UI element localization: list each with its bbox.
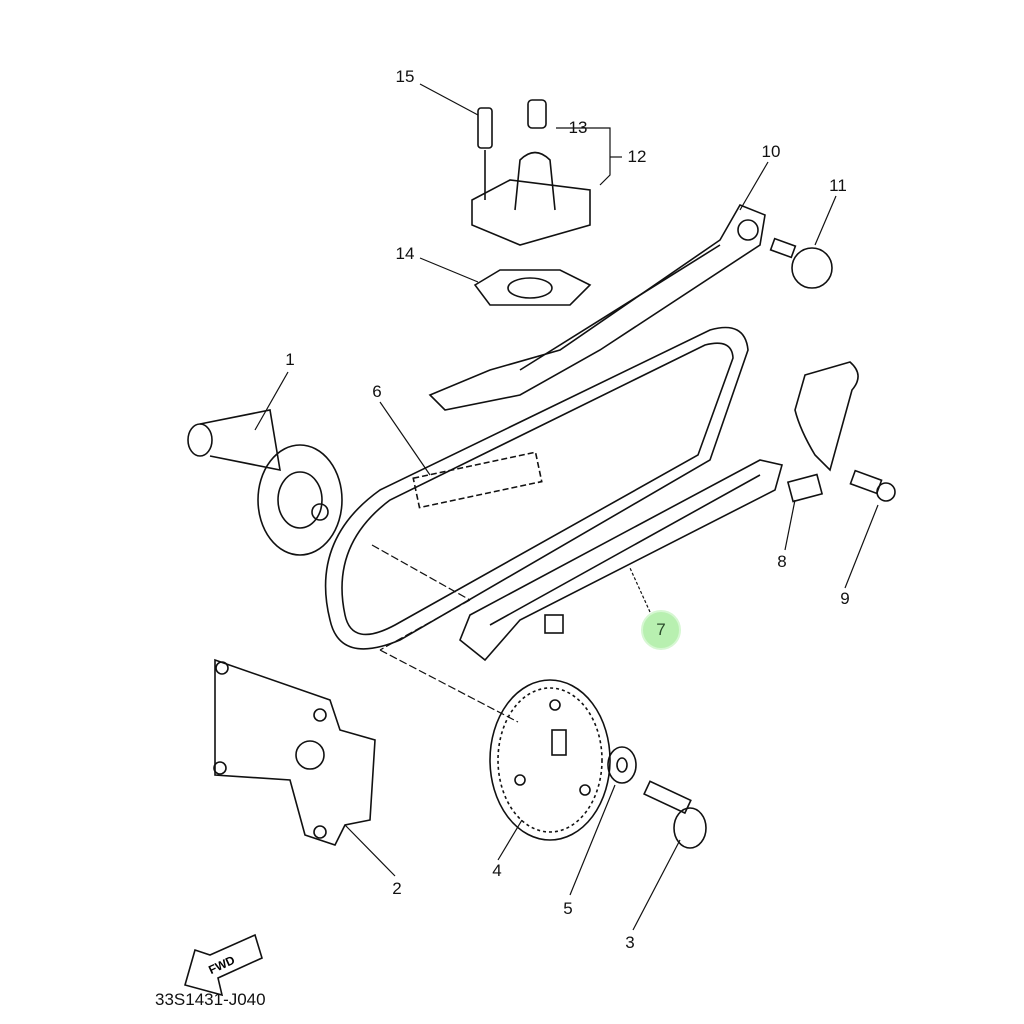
part-label-12[interactable]: 12	[627, 147, 647, 166]
part-label-5[interactable]: 5	[563, 899, 573, 918]
chain-guide-lower	[459, 459, 783, 662]
part-label-15[interactable]: 15	[395, 67, 415, 86]
guide-stopper-plate	[786, 361, 896, 503]
bolt-3	[643, 780, 707, 849]
leader-lines	[254, 83, 879, 931]
cam-sprocket	[489, 679, 611, 841]
part-label-7-highlighted[interactable]: 7	[641, 610, 681, 650]
part-label-1[interactable]: 1	[285, 350, 295, 369]
part-label-8[interactable]: 8	[777, 552, 787, 571]
part-label-14[interactable]: 14	[395, 244, 415, 263]
fwd-arrow-icon	[184, 933, 263, 997]
part-label-3[interactable]: 3	[625, 933, 635, 952]
part-label-2[interactable]: 2	[392, 879, 402, 898]
part-label-10[interactable]: 10	[761, 142, 781, 161]
bolt-11	[769, 237, 833, 289]
washer-5	[607, 746, 637, 784]
chain-guide-upper	[428, 203, 766, 411]
camshaft	[187, 409, 343, 556]
cam-chain	[324, 326, 749, 650]
part-label-6[interactable]: 6	[372, 382, 382, 401]
diagram-code: 33S1431-J040	[155, 990, 266, 1009]
part-label-9[interactable]: 9	[840, 589, 850, 608]
part-label-4[interactable]: 4	[492, 861, 502, 880]
cam-chain-tensioner	[471, 99, 592, 306]
part-label-13[interactable]: 13	[568, 118, 588, 137]
plate-2	[213, 658, 376, 846]
part-label-11[interactable]: 11	[829, 176, 847, 195]
